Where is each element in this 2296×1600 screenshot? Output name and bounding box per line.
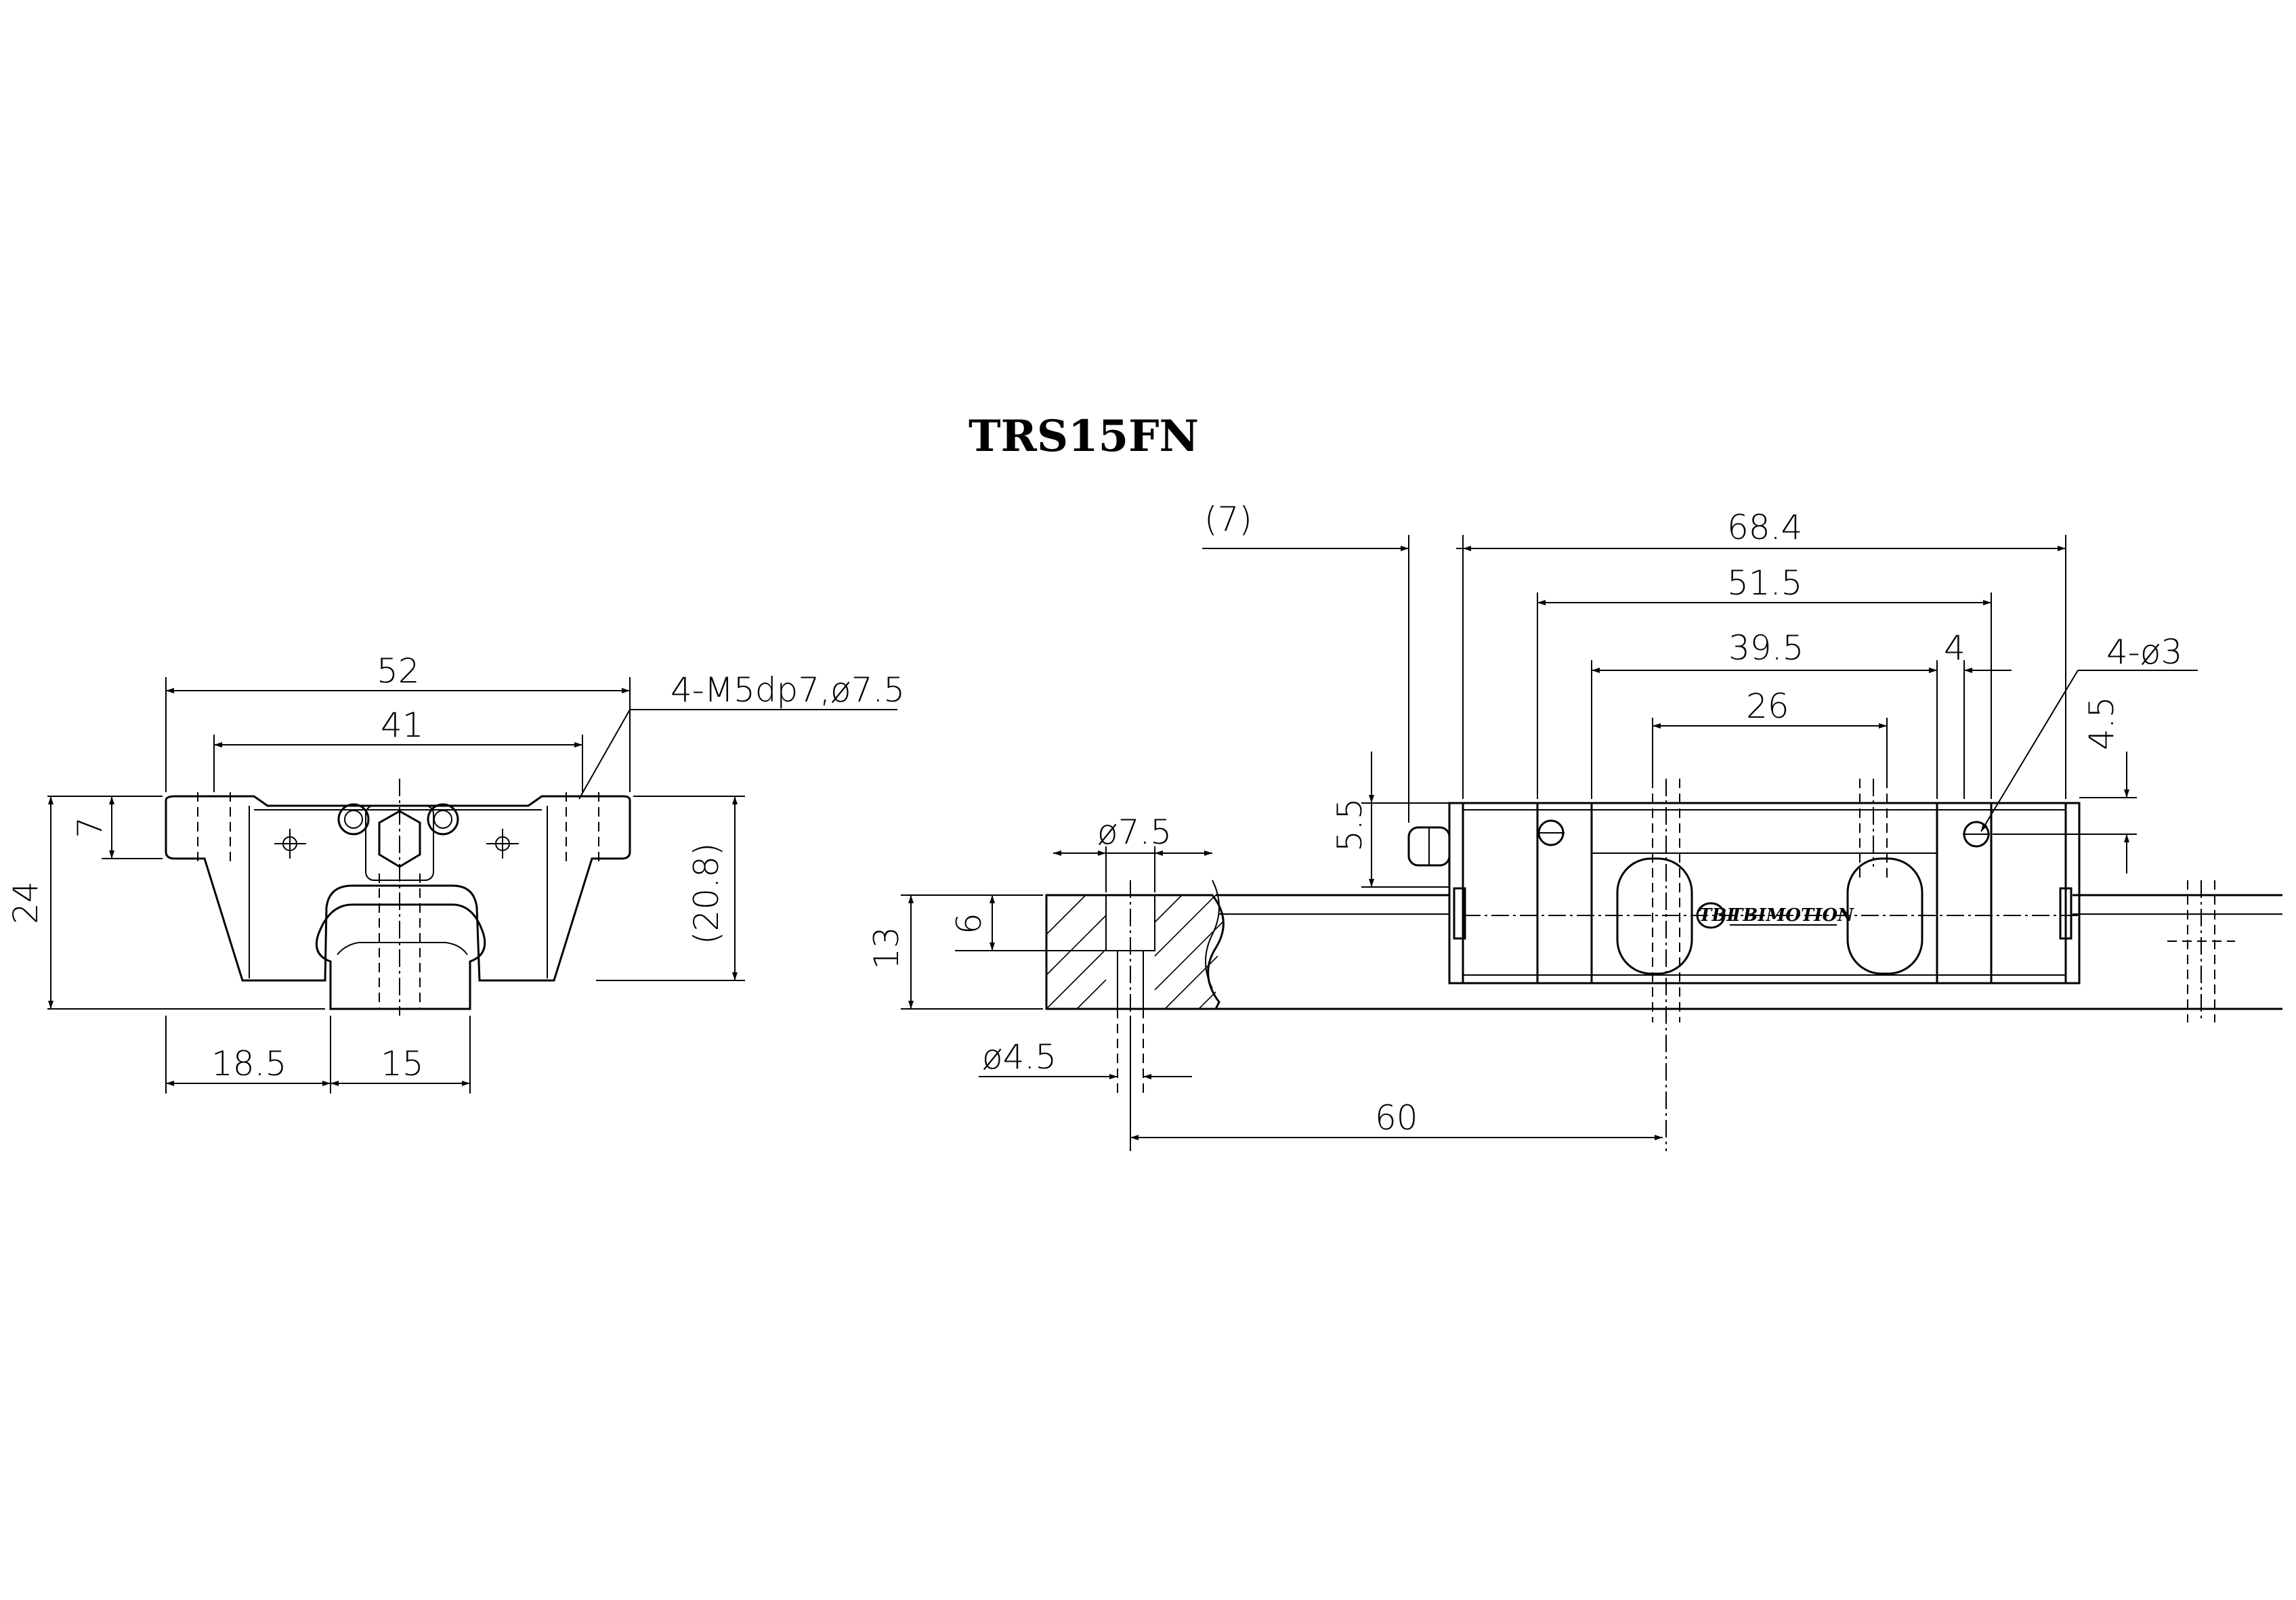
dim-13: 13 [867,926,906,970]
dim-tapped-holes: 4-M5dp7,ø7.5 [671,670,905,710]
dim-4-5: 4.5 [2082,696,2121,750]
section-hatch [1046,894,1223,1010]
seal-screw-left-inner [344,810,363,829]
dim-7: 7 [70,817,110,838]
dim-18-5: 18.5 [211,1044,286,1083]
rail-section-view: ø7.5 13 6 ø4.5 60 [867,813,1663,1151]
dim-15: 15 [381,1044,424,1083]
dim-overhang-7: (7) [1204,500,1252,539]
dim-41: 41 [381,706,424,745]
dim-26: 26 [1746,687,1789,726]
block-outline [165,795,631,982]
dim-52: 52 [377,651,420,691]
rail-neck [337,942,468,955]
logo-mark: TBI [1699,905,1735,926]
block-body [1462,802,2067,985]
front-view: 52 41 4-M5dp7,ø7.5 24 7 (20.8) 18.5 15 [6,651,905,1094]
dim-hole-4-5: ø4.5 [982,1037,1057,1077]
tbimotion-logo: TBI TBIMOTION [1696,902,1854,929]
seal-screw-right [427,803,459,836]
rail-section-outline [1045,894,1225,1010]
logo-text: TBIMOTION [1730,905,1854,926]
dim-4: 4 [1944,628,1965,668]
dim-51-5: 51.5 [1727,563,1802,603]
dim-68-4: 68.4 [1727,508,1802,547]
dim-24: 24 [6,881,45,924]
side-view: TBI TBIMOTION (7) 68.4 51.5 39.5 [1202,500,2282,1151]
dim-5-5: 5.5 [1330,798,1369,852]
rail-profile [315,903,486,1010]
dim-6: 6 [950,913,989,934]
dim-39-5: 39.5 [1728,628,1804,668]
dim-20-8: (20.8) [687,843,726,945]
end-seal-right [2064,802,2081,985]
block-inner [249,806,548,978]
seal-screw-right-inner [433,810,452,829]
seal-screw-left [337,803,370,836]
dim-holes-4-d3: 4-ø3 [2106,632,2182,672]
end-seal-left [1448,802,1464,985]
recirc-slot-right [1846,857,1923,975]
recirc-slot-left [1616,857,1693,975]
drawing-title: TRS15FN [969,411,1199,462]
dim-counterbore-7-5: ø7.5 [1097,813,1172,852]
dim-60: 60 [1375,1098,1418,1138]
